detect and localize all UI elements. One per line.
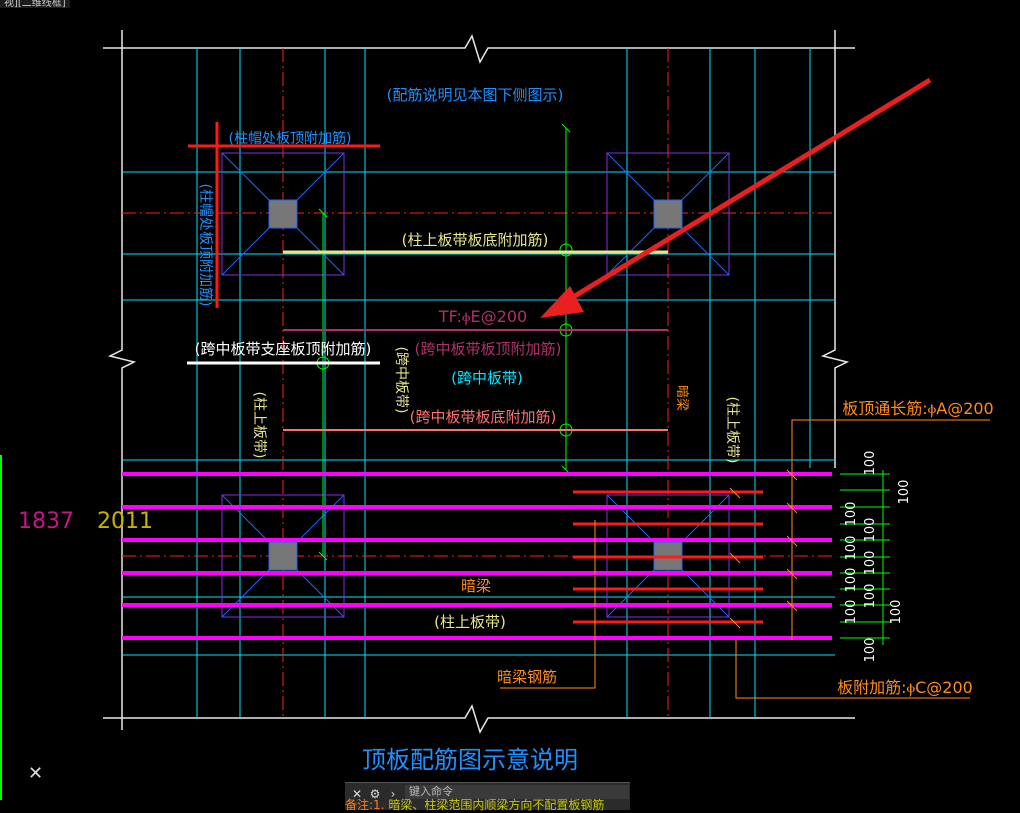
command-bar[interactable]: ✕ ⚙ › 键入命令 bbox=[345, 782, 630, 810]
col-strip-left-label: (柱上板带) bbox=[251, 392, 267, 459]
col-strip-label: (柱上板带) bbox=[434, 613, 506, 631]
right-dim-chain bbox=[840, 470, 890, 645]
command-history: 备注:1. 暗梁、柱梁范围内顺梁方向不配置板钢筋 bbox=[345, 796, 604, 813]
drawing-title: 顶板配筋图示意说明 bbox=[362, 746, 578, 774]
view-tab[interactable]: 视][二维线框] bbox=[0, 0, 70, 9]
dimension-label: 100 bbox=[844, 600, 859, 625]
slab-add-label: 板附加筋:ⲫC@200 bbox=[837, 678, 973, 697]
dimension-label: 100 bbox=[844, 568, 859, 593]
dimension-labels: 100 100 100 100 100 100 100 100 100 100 … bbox=[844, 451, 912, 663]
history-prefix: 备注:1. bbox=[345, 798, 385, 812]
dimension-label: 100 bbox=[863, 551, 878, 576]
cap-top-rebar-label-vertical: (柱帽处板顶附加筋) bbox=[197, 184, 214, 307]
mid-top-label: (跨中板带板顶附加筋) bbox=[415, 340, 562, 358]
cap-top-rebar-label: (柱帽处板顶附加筋) bbox=[229, 130, 352, 147]
dimension-label: 100 bbox=[897, 480, 912, 505]
slab-long-rebars bbox=[122, 472, 832, 640]
hidden-beam-vertical-label: 暗梁 bbox=[674, 385, 689, 411]
dimension-label: 100 bbox=[863, 584, 878, 609]
coord-label-2: 2011 bbox=[97, 509, 153, 534]
history-text: 暗梁、柱梁范围内顺梁方向不配置板钢筋 bbox=[388, 798, 605, 812]
dimension-label: 100 bbox=[863, 638, 878, 663]
tf-label: TF:ⲫE@200 bbox=[438, 307, 527, 326]
dimension-label: 100 bbox=[844, 536, 859, 561]
wrench-icon[interactable]: ⚙ bbox=[369, 787, 381, 801]
hidden-beam-label: 暗梁 bbox=[461, 577, 491, 595]
frame-lines bbox=[103, 30, 855, 734]
cap-rebar bbox=[188, 122, 380, 308]
dimension-label: 100 bbox=[863, 518, 878, 543]
command-input[interactable]: 键入命令 bbox=[405, 785, 629, 799]
col-strip-bottom-label: (柱上板带板底附加筋) bbox=[402, 231, 549, 249]
dimension-label: 100 bbox=[889, 600, 904, 625]
leader-lines bbox=[500, 419, 990, 699]
mid-strip-label-vertical: (跨中板带) bbox=[393, 347, 409, 414]
mid-support-label: (跨中板带支座板顶附加筋) bbox=[195, 340, 372, 358]
slab-top-long-label: 板顶通长筋:ⲫA@200 bbox=[842, 399, 993, 418]
note-top-label: (配筋说明见本图下侧图示) bbox=[387, 86, 564, 104]
mid-bottom-label: (跨中板带板底附加筋) bbox=[410, 408, 557, 426]
command-arrow-icon[interactable]: › bbox=[390, 787, 396, 801]
red-arrow bbox=[540, 77, 932, 318]
close-icon[interactable]: ✕ bbox=[351, 787, 363, 801]
coord-label-1: 1837 bbox=[18, 509, 74, 534]
dimension-label: 100 bbox=[844, 502, 859, 527]
dimension-label: 100 bbox=[863, 451, 878, 476]
ucs-cross-icon: ✕ bbox=[28, 763, 44, 784]
hidden-beam-rebar-label: 暗梁钢筋 bbox=[497, 668, 557, 686]
col-strip-right-label: (柱上板带) bbox=[724, 397, 740, 464]
mid-strip-label: (跨中板带) bbox=[451, 369, 523, 387]
slab-add-rebars bbox=[573, 490, 763, 624]
